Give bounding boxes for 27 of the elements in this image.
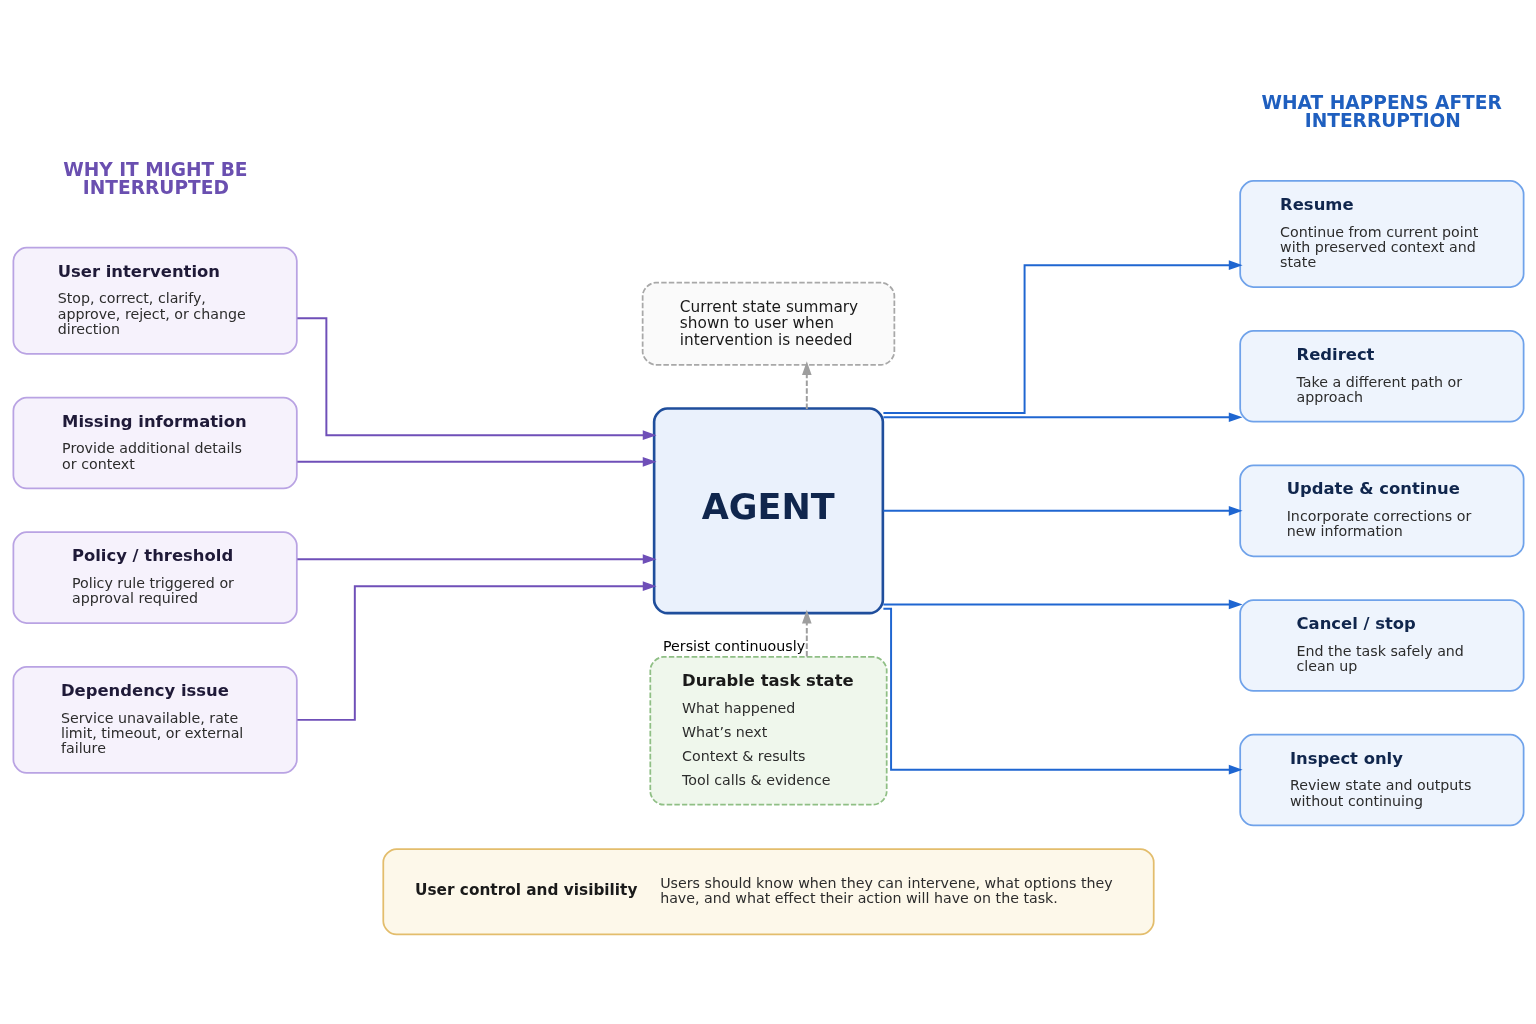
arrow (801, 360, 812, 410)
label: WHY IT MIGHT BE INTERRUPTED (62, 158, 248, 198)
arrow (295, 456, 657, 467)
node-box: Dependency issue Service unavailable, rate limit, timeout, or external failure (12, 665, 298, 774)
node-box: Redirect Take a different path or approach (1238, 329, 1524, 423)
arrow (881, 607, 1243, 774)
node-box: Update & continue Incorporate corrections or new information (1238, 464, 1524, 557)
arrow (881, 411, 1243, 422)
label: WHAT HAPPENS AFTER INTERRUPTION (1261, 91, 1502, 131)
node-box: Missing information Provide additional details or context (12, 396, 298, 489)
node-box: Inspect only Review state and outputs without continuing (1238, 733, 1524, 826)
node-box: Current state summary shown to user when intervention is needed (641, 281, 895, 366)
node-box: Resume Continue from current point with preserved context and state (1238, 179, 1524, 288)
arrow (801, 609, 812, 657)
node-box: Policy / threshold Policy rule triggered or approval required (12, 530, 298, 624)
node-box: User intervention Stop, correct, clarify, approve, reject, or change direction (12, 246, 298, 355)
node-box: User control and visibility Users should know when they can intervene, what options they have, and what effect their action will have on the task. (381, 847, 1155, 935)
arrow (881, 599, 1243, 609)
arrow (295, 553, 657, 564)
node-box: Durable task state What happened What’s next Context & results Tool calls & evidence (648, 655, 888, 806)
edge-label: Persist continuously (662, 637, 805, 654)
arrow (295, 316, 657, 440)
node-box: Cancel / stop End the task safely and clean up (1238, 598, 1524, 692)
arrow (881, 259, 1243, 414)
arrow (881, 505, 1243, 516)
arrow (295, 580, 657, 721)
node-box: AGENT (652, 406, 884, 614)
